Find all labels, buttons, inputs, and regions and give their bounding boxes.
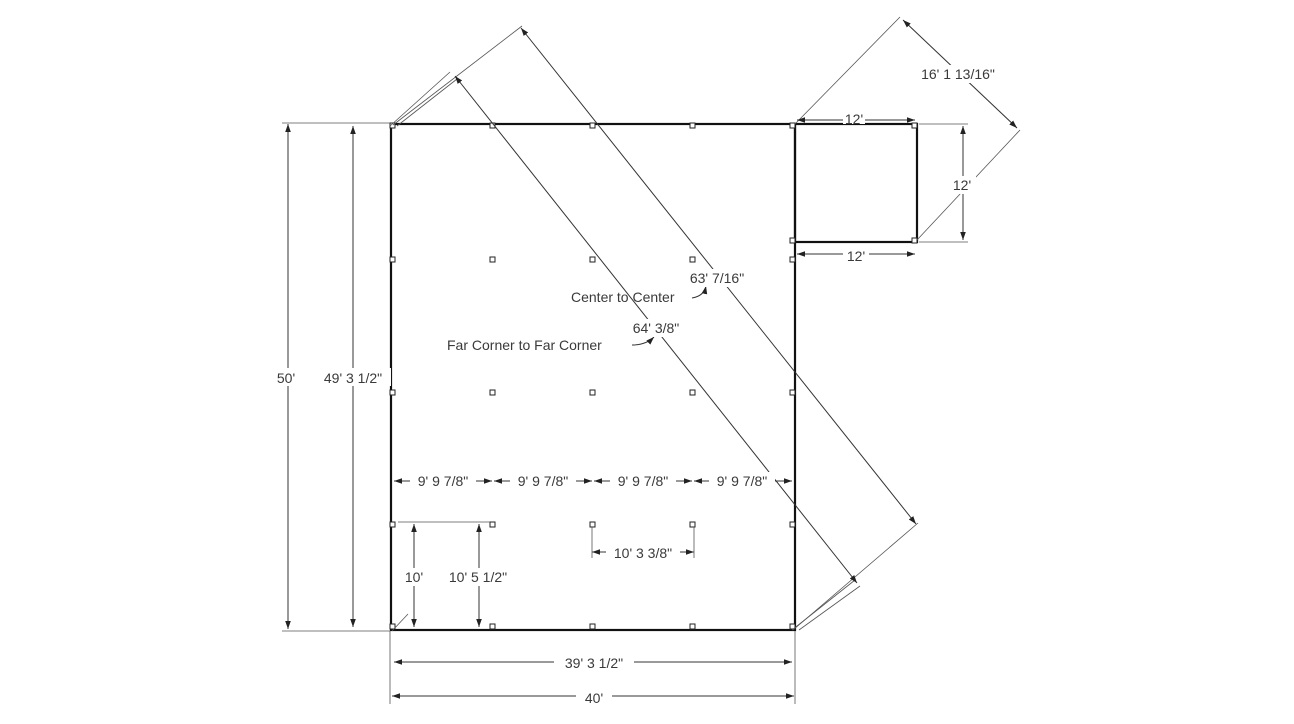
post bbox=[789, 623, 796, 630]
post bbox=[689, 623, 696, 630]
post bbox=[589, 521, 596, 528]
post bbox=[789, 237, 796, 244]
label-overall-height: 50' bbox=[277, 370, 295, 386]
label-annex-side: 12' bbox=[953, 177, 971, 193]
main-building-outline bbox=[389, 122, 797, 632]
note-center-to-center: Center to Center bbox=[571, 289, 675, 305]
post bbox=[589, 256, 596, 263]
label-bay-2: 9' 9 7/8" bbox=[518, 473, 568, 489]
label-bay-1: 9' 9 7/8" bbox=[418, 473, 468, 489]
post bbox=[489, 521, 496, 528]
post bbox=[389, 521, 396, 528]
label-inner-width: 39' 3 1/2" bbox=[565, 655, 623, 671]
label-diag-center: 63' 7/16" bbox=[690, 270, 744, 286]
label-diag-far: 64' 3/8" bbox=[633, 320, 680, 336]
post bbox=[911, 237, 918, 244]
center-note-leader bbox=[691, 285, 708, 299]
post bbox=[489, 623, 496, 630]
post bbox=[589, 122, 596, 129]
label-annex-top: 12' bbox=[845, 111, 863, 127]
annex-outline bbox=[793, 122, 919, 244]
post bbox=[689, 521, 696, 528]
post bbox=[689, 122, 696, 129]
label-post-offset-a: 10' bbox=[405, 569, 423, 585]
post bbox=[489, 389, 496, 396]
label-annex-diagonal: 16' 1 13/16" bbox=[921, 66, 995, 82]
label-bay-4: 9' 9 7/8" bbox=[717, 473, 767, 489]
post bbox=[689, 389, 696, 396]
note-far-corner: Far Corner to Far Corner bbox=[447, 337, 602, 353]
post bbox=[389, 623, 396, 630]
post bbox=[389, 389, 396, 396]
label-overall-width: 40' bbox=[585, 690, 603, 706]
post bbox=[589, 389, 596, 396]
post bbox=[911, 122, 918, 129]
post bbox=[589, 623, 596, 630]
label-post-span: 10' 3 3/8" bbox=[614, 545, 672, 561]
post bbox=[489, 256, 496, 263]
post bbox=[789, 256, 796, 263]
post bbox=[689, 256, 696, 263]
label-post-offset-b: 10' 5 1/2" bbox=[449, 569, 507, 585]
post bbox=[789, 389, 796, 396]
dimension-labels: 50' 49' 3 1/2" 40' 39' 3 1/2" 9' 9 7/8" … bbox=[273, 65, 1032, 706]
far-note-leader bbox=[631, 336, 655, 346]
post bbox=[789, 122, 796, 129]
label-bay-3: 9' 9 7/8" bbox=[618, 473, 668, 489]
post bbox=[789, 521, 796, 528]
label-annex-bottom: 12' bbox=[847, 248, 865, 264]
label-inner-height: 49' 3 1/2" bbox=[324, 370, 382, 386]
post bbox=[389, 256, 396, 263]
